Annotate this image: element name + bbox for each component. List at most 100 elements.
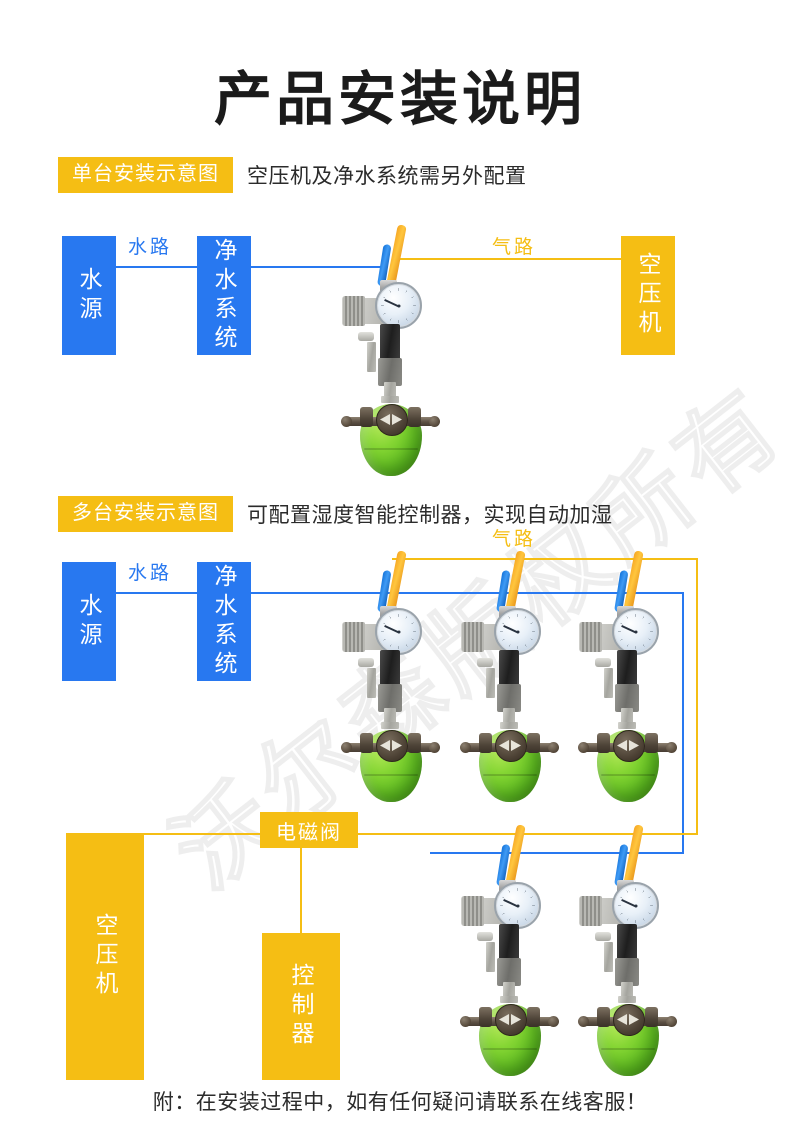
box-label: 净水系统 (211, 563, 237, 680)
filter-column (617, 650, 637, 688)
stem-steel (621, 982, 633, 1000)
side-port (477, 658, 493, 667)
stem-collar (618, 996, 636, 1003)
atomizer-seam (601, 774, 655, 776)
humidifier-unit (573, 550, 683, 802)
nozzle-cap-right (548, 1016, 559, 1027)
box-compressor-1: 空压机 (621, 236, 675, 355)
connector-steel (486, 668, 495, 698)
section-1-header: 单台安装示意图 空压机及净水系统需另外配置 (58, 157, 527, 193)
box-label: 水源 (76, 592, 102, 651)
water-line-segment (251, 592, 683, 594)
nozzle-right (408, 407, 421, 427)
section-2-header: 多台安装示意图 可配置湿度智能控制器，实现自动加湿 (58, 496, 613, 532)
water-line-label-1: 水路 (128, 237, 173, 258)
section-2-badge: 多台安装示意图 (58, 496, 233, 532)
filter-column (499, 924, 519, 962)
nozzle-wing-right (629, 1014, 639, 1025)
air-line-segment (144, 833, 698, 835)
box-label: 电磁阀 (276, 821, 342, 844)
gauge-hub (634, 630, 637, 633)
nozzle-wing-left (499, 1014, 509, 1025)
filter-column (617, 924, 637, 962)
atomizer-seam (364, 448, 418, 450)
box-purifier-1: 净水系统 (197, 236, 251, 355)
stem-steel (621, 708, 633, 726)
gauge-hub (634, 904, 637, 907)
air-line-segment (696, 558, 698, 835)
side-port (595, 658, 611, 667)
regulator-knob (579, 622, 602, 652)
box-label: 净水系统 (211, 237, 237, 354)
nozzle-wing-left (617, 1014, 627, 1025)
pressure-gauge (494, 882, 541, 929)
filter-bowl (615, 684, 639, 712)
humidifier-unit (336, 224, 446, 476)
nozzle-wing-left (380, 414, 390, 425)
box-compressor-2: 空压机 (66, 833, 144, 1080)
nozzle-left (479, 733, 492, 753)
humidifier-unit (573, 824, 683, 1076)
box-solenoid-valve: 电磁阀 (260, 812, 358, 848)
filter-bowl (378, 358, 402, 386)
nozzle-cap-right (666, 1016, 677, 1027)
connector-steel (486, 942, 495, 972)
box-water-source-1: 水源 (62, 236, 116, 355)
atomizer-seam (601, 1048, 655, 1050)
nozzle-right (645, 1007, 658, 1027)
pressure-gauge (375, 282, 422, 329)
nozzle-left (360, 733, 373, 753)
water-line-segment (430, 852, 684, 854)
stem-steel (503, 982, 515, 1000)
pressure-gauge (612, 608, 659, 655)
stem-collar (381, 396, 399, 403)
nozzle-wing-right (511, 1014, 521, 1025)
connector-steel (604, 942, 613, 972)
pressure-gauge (612, 882, 659, 929)
section-1-badge: 单台安装示意图 (58, 157, 233, 193)
nozzle-right (527, 733, 540, 753)
filter-bowl (378, 684, 402, 712)
gauge-hub (397, 630, 400, 633)
nozzle-cap-left (341, 416, 352, 427)
air-line-segment (392, 558, 698, 560)
stem-collar (500, 722, 518, 729)
side-port (358, 332, 374, 341)
nozzle-cap-left (578, 1016, 589, 1027)
stem-collar (381, 722, 399, 729)
nozzle-cap-left (460, 1016, 471, 1027)
water-line-segment (116, 592, 197, 594)
box-controller-2: 控制器 (262, 933, 340, 1080)
filter-bowl (497, 958, 521, 986)
nozzle-left (479, 1007, 492, 1027)
filter-column (499, 650, 519, 688)
section-2-note: 可配置湿度智能控制器，实现自动加湿 (247, 504, 613, 527)
regulator-knob (342, 296, 365, 326)
box-water-source-2: 水源 (62, 562, 116, 681)
filter-bowl (497, 684, 521, 712)
side-port (595, 932, 611, 941)
nozzle-wing-right (629, 740, 639, 751)
nozzle-cap-left (341, 742, 352, 753)
connector-steel (367, 342, 376, 372)
nozzle-wing-left (380, 740, 390, 751)
water-line-segment (251, 266, 385, 268)
filter-bowl (615, 958, 639, 986)
water-line-segment (682, 592, 684, 854)
nozzle-cap-left (578, 742, 589, 753)
regulator-knob (461, 622, 484, 652)
box-label: 水源 (76, 266, 102, 325)
air-line-segment (392, 258, 621, 260)
nozzle-right (527, 1007, 540, 1027)
nozzle-wing-left (617, 740, 627, 751)
pressure-gauge (494, 608, 541, 655)
air-line-segment (300, 846, 302, 934)
water-line-label-2: 水路 (128, 563, 173, 584)
page-title: 产品安装说明 (213, 67, 586, 132)
gauge-hub (516, 630, 519, 633)
atomizer-seam (483, 1048, 537, 1050)
nozzle-wing-right (392, 414, 402, 425)
connector-steel (367, 668, 376, 698)
connector-steel (604, 668, 613, 698)
nozzle-wing-left (499, 740, 509, 751)
